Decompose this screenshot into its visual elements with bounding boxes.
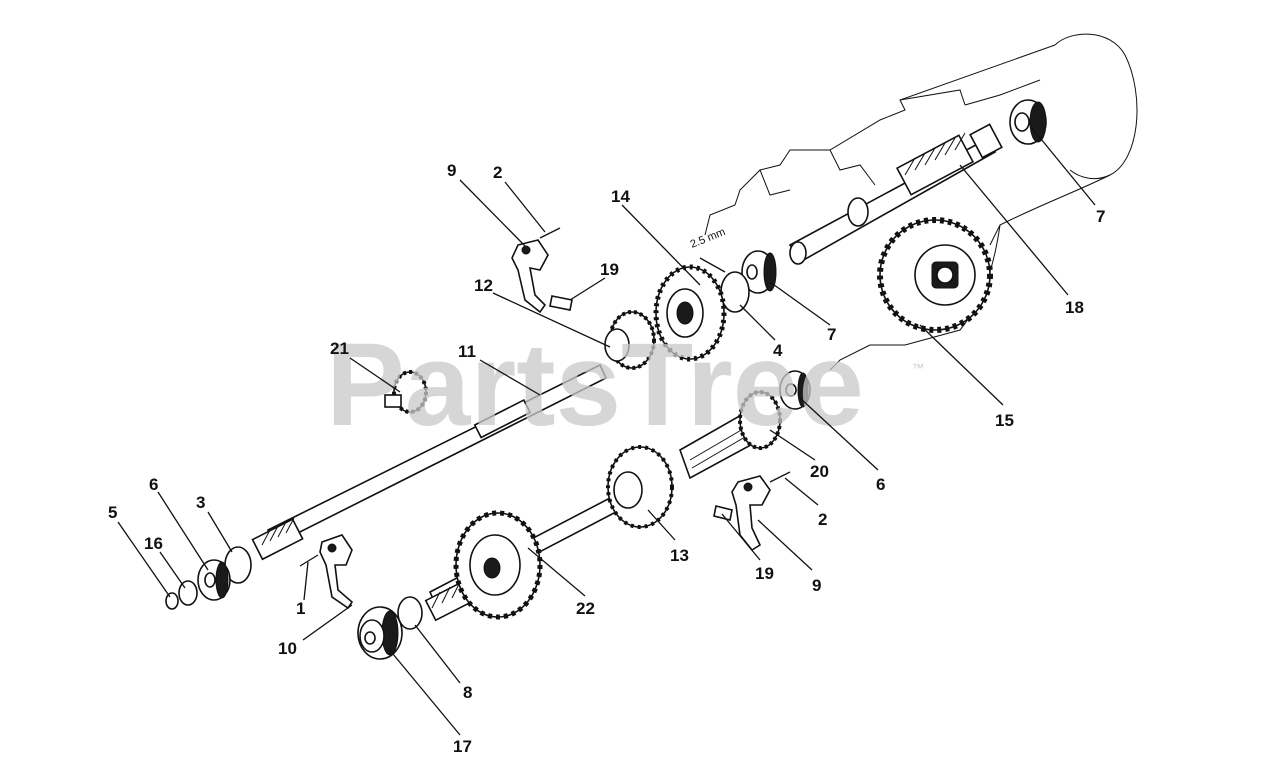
- callout-12: 12: [474, 276, 493, 295]
- callout-6-left: 6: [149, 475, 158, 494]
- callout-9-lower: 9: [812, 576, 821, 595]
- pin-1: [299, 554, 319, 567]
- callout-16: 16: [144, 534, 163, 553]
- gear-20: [679, 390, 782, 480]
- callout-15: 15: [995, 411, 1014, 430]
- callout-4: 4: [773, 341, 783, 360]
- callout-2-upper: 2: [493, 163, 502, 182]
- callout-18: 18: [1065, 298, 1084, 317]
- callout-11: 11: [458, 342, 476, 361]
- shaft-11: [251, 363, 608, 561]
- washer-16: [178, 580, 198, 606]
- callout-10: 10: [278, 639, 297, 658]
- callout-17: 17: [453, 737, 472, 756]
- shift-fork-9-upper: [511, 227, 573, 314]
- callout-2-lower: 2: [818, 510, 827, 529]
- callout-19-upper: 19: [600, 260, 619, 279]
- callout-7-middle: 7: [827, 325, 836, 344]
- callout-21: 21: [330, 339, 349, 358]
- callout-20: 20: [810, 462, 829, 481]
- bearing-7-middle: [741, 250, 777, 294]
- dimension-note: 2.5 mm: [689, 226, 728, 251]
- bearing-7-upper: [1009, 99, 1047, 145]
- bearing-6-left: [197, 559, 231, 601]
- gear-13: [606, 445, 674, 529]
- transmission-housing: [704, 33, 1138, 371]
- callout-3: 3: [196, 493, 205, 512]
- partstree-watermark: PartsTree: [326, 319, 864, 451]
- gear-14: [653, 264, 727, 362]
- callout-1: 1: [296, 599, 305, 618]
- shaft-22: [424, 496, 618, 622]
- gear-15: [877, 217, 993, 333]
- gear-12: [604, 310, 656, 370]
- callout-22: 22: [576, 599, 595, 618]
- leader-lines: [117, 127, 1096, 736]
- watermark-trademark: ™: [912, 361, 924, 375]
- shift-fork-10: [319, 534, 354, 610]
- callout-5: 5: [108, 503, 117, 522]
- callout-9-upper: 9: [447, 161, 456, 180]
- callout-19-lower: 19: [755, 564, 774, 583]
- callout-13: 13: [670, 546, 689, 565]
- callout-6-right: 6: [876, 475, 885, 494]
- callout-7-upper: 7: [1096, 207, 1105, 226]
- coupler-17: [357, 606, 403, 660]
- washer-8: [397, 596, 423, 630]
- callout-labels: 9 2 14 19 12 7 18 7 4 21 11 15 20 6 6 3 …: [108, 161, 1105, 756]
- gear-21: [384, 370, 428, 414]
- clip-5: [165, 592, 179, 610]
- callout-14: 14: [611, 187, 630, 206]
- dimension-2-5-mm: 2.5 mm: [689, 226, 728, 273]
- callout-8: 8: [463, 683, 472, 702]
- shift-fork-9-lower: [713, 471, 791, 552]
- shaft-18-worm: [788, 123, 1003, 265]
